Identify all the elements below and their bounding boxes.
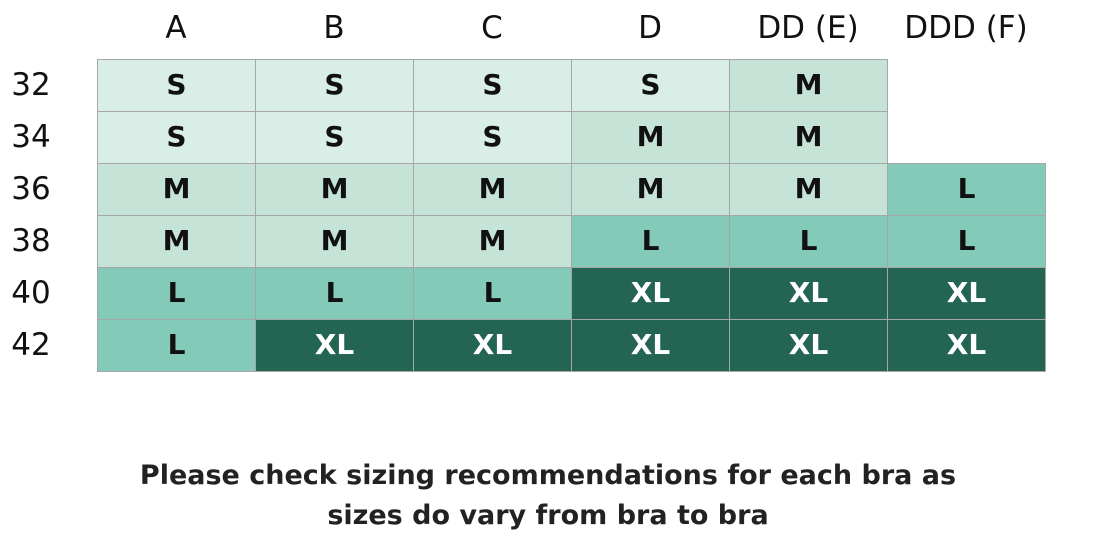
- size-cell: XL: [887, 319, 1046, 372]
- size-cell: M: [729, 111, 888, 164]
- size-cell: S: [97, 59, 256, 112]
- sizing-note-line-2: sizes do vary from bra to bra: [327, 500, 769, 531]
- row-header: 40: [11, 275, 51, 311]
- size-cell: M: [571, 163, 730, 216]
- column-header: DDD (F): [904, 10, 1028, 46]
- column-header: DD (E): [757, 10, 859, 46]
- sizing-note-line-1: Please check sizing recommendations for …: [139, 460, 957, 491]
- row-header: 32: [11, 67, 51, 103]
- size-cell: XL: [729, 267, 888, 320]
- size-cell: L: [729, 215, 888, 268]
- size-cell: L: [97, 267, 256, 320]
- size-cell: L: [255, 267, 414, 320]
- size-cell: L: [887, 215, 1046, 268]
- size-cell: S: [255, 59, 414, 112]
- sizing-note: Please check sizing recommendations for …: [0, 456, 1096, 536]
- size-cell: M: [729, 59, 888, 112]
- row-header: 42: [11, 327, 51, 363]
- size-cell: XL: [729, 319, 888, 372]
- size-cell: XL: [413, 319, 572, 372]
- size-cell: M: [413, 163, 572, 216]
- size-cell: S: [97, 111, 256, 164]
- size-cell: XL: [887, 267, 1046, 320]
- size-cell: XL: [571, 319, 730, 372]
- size-cell: M: [413, 215, 572, 268]
- size-cell: M: [255, 163, 414, 216]
- size-cell: L: [97, 319, 256, 372]
- size-cell: L: [887, 163, 1046, 216]
- size-cell: S: [571, 59, 730, 112]
- size-cell: S: [255, 111, 414, 164]
- size-cell: M: [571, 111, 730, 164]
- row-header: 36: [11, 171, 51, 207]
- size-cell: L: [571, 215, 730, 268]
- size-cell: M: [97, 215, 256, 268]
- column-header: B: [323, 10, 345, 46]
- size-cell: XL: [571, 267, 730, 320]
- size-cell: M: [97, 163, 256, 216]
- size-cell: L: [413, 267, 572, 320]
- row-header: 38: [11, 223, 51, 259]
- column-header: D: [638, 10, 662, 46]
- size-cell: XL: [255, 319, 414, 372]
- row-header: 34: [11, 119, 51, 155]
- size-cell: S: [413, 59, 572, 112]
- column-header: A: [165, 10, 187, 46]
- size-cell: S: [413, 111, 572, 164]
- size-cell: M: [255, 215, 414, 268]
- size-cell: M: [729, 163, 888, 216]
- column-header: C: [481, 10, 503, 46]
